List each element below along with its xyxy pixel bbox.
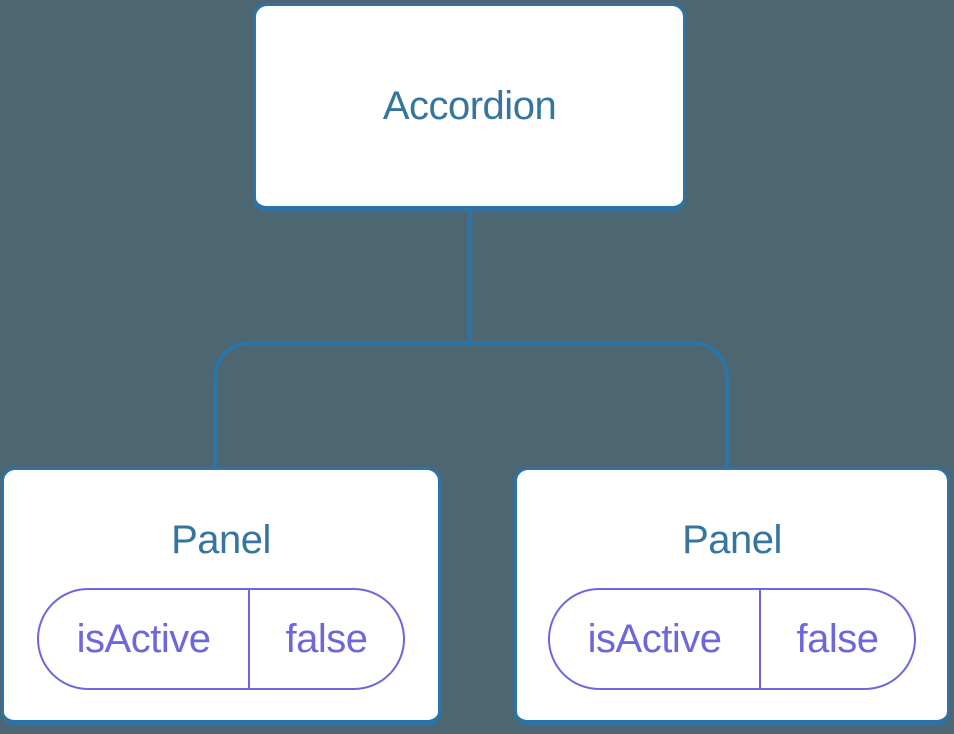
- state-pill: isActive false: [548, 588, 916, 690]
- accordion-node: Accordion: [253, 3, 686, 212]
- panel-node-left: Panel isActive false: [1, 467, 441, 726]
- state-key: isActive: [550, 590, 762, 688]
- state-value: false: [285, 616, 368, 661]
- state-pill: isActive false: [37, 588, 405, 690]
- state-value: false: [796, 616, 879, 661]
- panel-node-label: Panel: [171, 518, 271, 562]
- accordion-node-label: Accordion: [382, 84, 557, 128]
- panel-node-label: Panel: [682, 518, 782, 562]
- panel-node-right: Panel isActive false: [514, 467, 950, 726]
- state-key: isActive: [39, 590, 251, 688]
- connector-stem: [467, 211, 472, 345]
- connector-bracket: [213, 341, 729, 471]
